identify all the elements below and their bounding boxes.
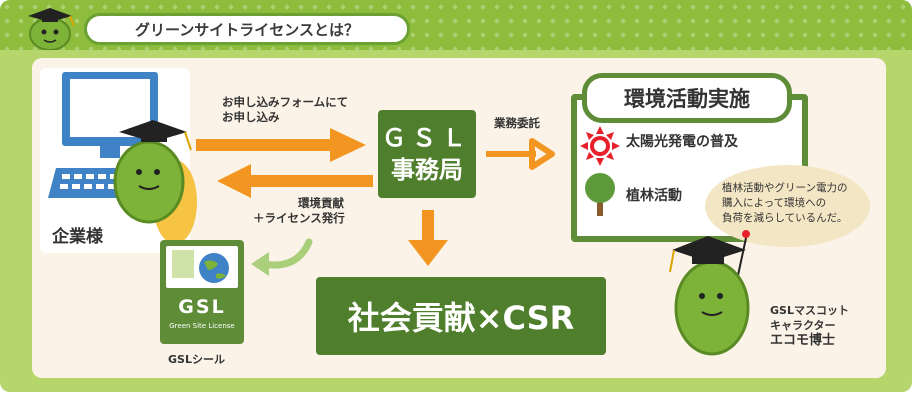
gsl-office-line1: ＧＳＬ bbox=[382, 124, 472, 152]
seal-curved-arrow-icon bbox=[251, 238, 313, 276]
mascot-name: エコモ博士 bbox=[770, 333, 836, 348]
mascot-caption: GSLマスコット キャラクター エコモ博士 bbox=[770, 303, 849, 348]
mascot-line2: キャラクター bbox=[770, 319, 836, 332]
company-mascot-icon bbox=[113, 120, 197, 244]
apply-arrow-icon bbox=[196, 128, 366, 162]
consignment-arrow-icon bbox=[486, 138, 555, 170]
seal-subtitle: Green Site License bbox=[169, 322, 235, 330]
environment-title: 環境活動実施 bbox=[582, 73, 792, 123]
diagram-frame: グリーンサイトライセンスとは？ 企業様 お申し込みフォームにて お申し込み bbox=[0, 0, 912, 392]
company-label: 企業様 bbox=[52, 227, 103, 247]
env-item-forest: 植林活動 bbox=[626, 188, 682, 204]
gsl-office-line2: 事務局 bbox=[391, 156, 463, 184]
page-title: グリーンサイトライセンスとは？ bbox=[84, 13, 410, 45]
speech-line1: 植林活動やグリーン電力の bbox=[722, 182, 848, 194]
mascot-line1: GSLマスコット bbox=[770, 304, 849, 317]
gsl-office-box: ＧＳＬ 事務局 bbox=[378, 110, 476, 198]
speech-line3: 負荷を減らしているんだ。 bbox=[722, 212, 848, 224]
globe-icon bbox=[172, 250, 229, 283]
consignment-label: 業務委託 bbox=[494, 116, 540, 130]
speech-bubble bbox=[705, 165, 870, 247]
seal-title: GSL bbox=[178, 296, 226, 318]
doctor-mascot-icon bbox=[669, 230, 750, 356]
env-item-solar: 太陽光発電の普及 bbox=[626, 134, 738, 150]
gsl-seal: GSL Green Site License bbox=[160, 240, 244, 344]
apply-label-line2: お申し込み bbox=[222, 110, 280, 124]
sun-icon bbox=[580, 126, 620, 166]
tree-icon bbox=[585, 173, 615, 216]
contribution-label-line2: ＋ライセンス発行 bbox=[253, 211, 345, 225]
down-arrow-icon bbox=[408, 210, 448, 266]
header-mascot-icon bbox=[28, 8, 75, 50]
license-return-arrow-icon bbox=[217, 164, 373, 198]
apply-label-line1: お申し込みフォームにて bbox=[222, 95, 349, 109]
seal-caption: GSLシール bbox=[168, 353, 225, 366]
speech-line2: 購入によって環境への bbox=[722, 197, 827, 209]
csr-box: 社会貢献×CSR bbox=[316, 277, 606, 355]
speech-bubble-text: 植林活動やグリーン電力の 購入によって環境への 負荷を減らしているんだ。 bbox=[722, 181, 862, 226]
contribution-label-line1: 環境貢献 bbox=[298, 196, 344, 210]
